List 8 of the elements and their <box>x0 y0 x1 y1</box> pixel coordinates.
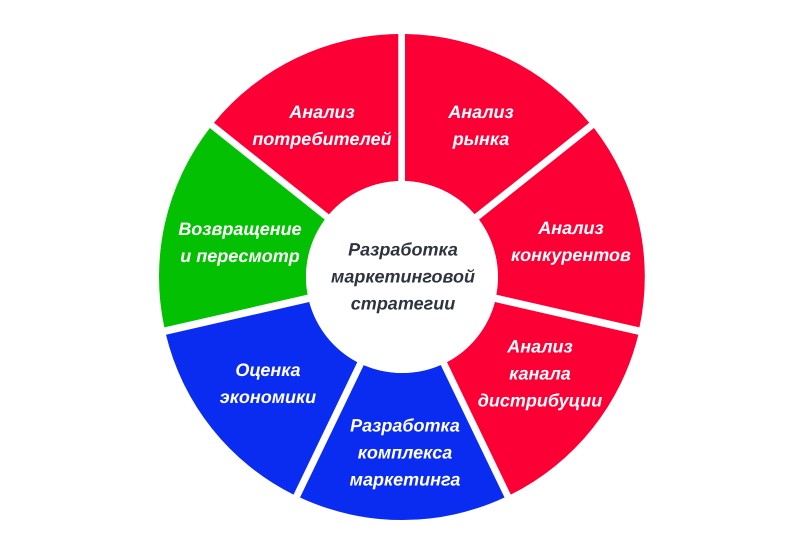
center-label: Разработка маркетинговой стратегии <box>330 238 476 316</box>
segment-label: Оценка экономики <box>218 358 318 409</box>
segment-label: Возвращение и пересмотр <box>177 218 303 268</box>
segment-label: Анализ потребителей <box>251 100 393 151</box>
segment-label: Анализ канала дистрибуции <box>477 335 602 412</box>
segment-label: Анализ рынка <box>447 100 515 151</box>
segment-label: Анализ конкурентов <box>510 216 632 267</box>
segment-label: Разработка комплекса маркетинга <box>348 414 462 492</box>
